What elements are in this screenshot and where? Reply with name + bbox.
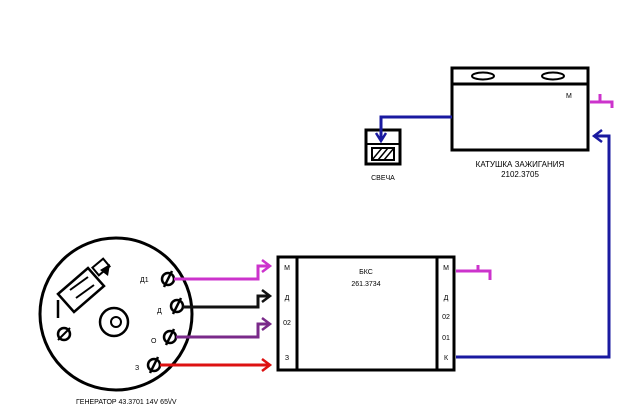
bks-right-terminal-01: 01 [442, 335, 450, 342]
ignition-coil: М КАТУШКА ЗАЖИГАНИЯ 2102.3705 [450, 66, 590, 179]
generator-regulator-icon [56, 257, 111, 318]
generator-terminal-d1-icon [160, 270, 176, 288]
generator-terminal-o-icon [162, 328, 178, 346]
wire-d-to-bks-d [183, 289, 273, 309]
wire-coil-to-plug [374, 115, 452, 144]
bks-part-number: 261.3734 [351, 281, 380, 288]
spark-plug-electrode-icon [371, 147, 395, 161]
bks-right-terminal-d: Д [444, 295, 449, 302]
bks-right-terminal-02: 02 [442, 314, 450, 321]
coil-title: КАТУШКА ЗАЖИГАНИЯ [476, 160, 565, 169]
spark-plug-label: СВЕЧА [371, 175, 395, 182]
generator-screw-icon [56, 326, 72, 342]
bks-left-terminal-z: З [285, 355, 289, 362]
generator-terminal-z-label: З [135, 365, 139, 372]
bks-left-terminal-d: Д [285, 295, 290, 302]
bks-right-terminal-m: М [443, 265, 449, 272]
bks-body [276, 255, 456, 372]
wire-bks-to-coil [456, 129, 611, 359]
bks-left-terminal-m: М [284, 265, 290, 272]
wire-o-to-bks-02 [176, 317, 273, 339]
coil-part-number: 2102.3705 [501, 170, 539, 179]
generator-terminal-d-icon [169, 297, 185, 315]
generator: Д1 Д О З ГЕНЕРАТОР 43.3701 14V 65\/V [38, 236, 194, 406]
coil-body [450, 66, 590, 152]
generator-terminal-z-icon [146, 356, 162, 374]
generator-caption: ГЕНЕРАТОР 43.3701 14V 65\/V [76, 399, 177, 406]
coil-terminal-right-icon [541, 71, 565, 81]
bks-ground-symbol [456, 265, 492, 280]
bks-left-terminal-02: 02 [283, 320, 291, 327]
generator-terminal-d1-label: Д1 [140, 277, 149, 284]
wire-d1-to-bks-m [174, 259, 273, 281]
coil-ground-symbol [590, 94, 614, 108]
bks-right-terminal-k: К [444, 355, 449, 362]
bks-title: БКС [359, 269, 373, 276]
coil-terminal-m-label: М [566, 93, 572, 100]
wire-z-to-bks-z [160, 358, 273, 372]
coil-terminal-left-icon [471, 71, 495, 81]
generator-terminal-o-label: О [151, 338, 157, 345]
generator-terminal-d-label: Д [157, 308, 162, 315]
bks-unit: БКС 261.3734 М Д 02 З М Д 02 01 К [276, 255, 456, 372]
